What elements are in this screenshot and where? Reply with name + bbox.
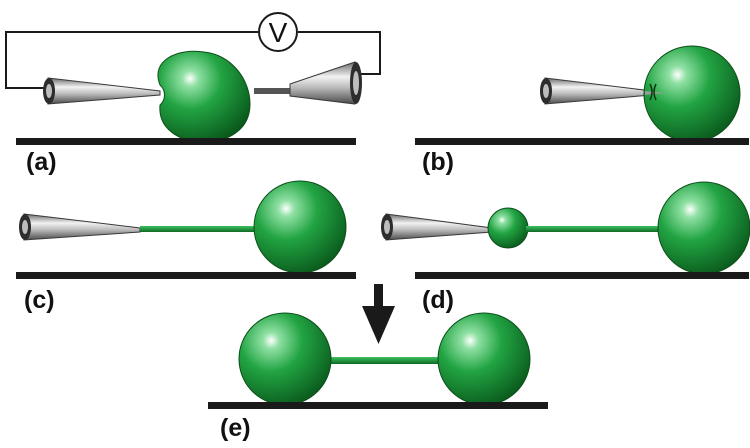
panel-d: (d) (381, 181, 750, 314)
micropipette-icon (19, 213, 141, 241)
panel-label-e: (e) (220, 414, 251, 442)
lipid-nanotube (526, 226, 666, 232)
vesicle (643, 45, 741, 143)
substrate-surface (16, 272, 356, 279)
small-vesicle (487, 207, 529, 249)
panel-a: V (a) (5, 12, 381, 176)
substrate-surface (16, 138, 356, 145)
micropipette-icon (43, 77, 161, 105)
substrate-surface (415, 138, 749, 145)
lipid-nanotube (140, 226, 262, 232)
panel-e: (e) (208, 312, 548, 442)
panel-c: (c) (16, 180, 356, 314)
micropipette-icon (381, 213, 493, 241)
micropipette-icon (254, 61, 362, 105)
micropipette-icon (540, 77, 653, 105)
down-arrow-icon (362, 284, 395, 344)
substrate-surface (415, 272, 749, 279)
panel-label-c: (c) (24, 286, 55, 314)
panel-label-d: (d) (422, 286, 454, 314)
panel-label-a: (a) (26, 148, 57, 176)
circuit-wire (5, 31, 381, 89)
pipette-tip (645, 91, 665, 95)
substrate-surface (208, 402, 548, 409)
vesicle (238, 312, 332, 406)
vesicle (157, 50, 251, 143)
voltmeter-symbol: V (269, 17, 288, 48)
vesicle (253, 180, 347, 274)
membrane-pinch (649, 83, 657, 101)
vesicle (657, 181, 750, 275)
vesicle (437, 312, 531, 406)
panel-b: (b) (415, 45, 749, 176)
lipid-nanotube (320, 357, 448, 364)
voltmeter-circle-icon: V (258, 12, 298, 52)
panel-label-b: (b) (422, 148, 454, 176)
